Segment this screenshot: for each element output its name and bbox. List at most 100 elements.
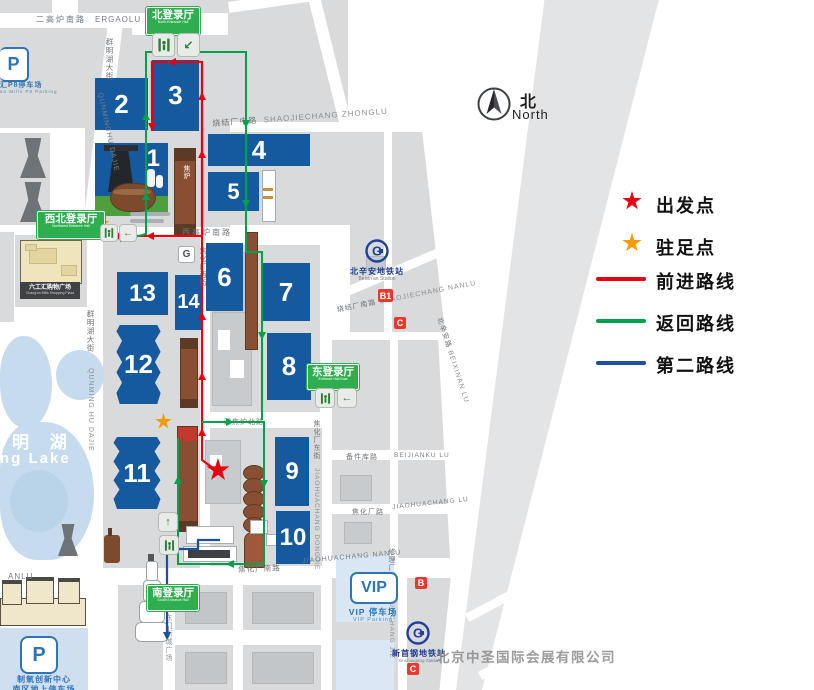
diagonal-avenue [456, 0, 659, 690]
road-vert-e2 [390, 340, 398, 558]
legend-forward-label: 前进路线 [656, 272, 736, 292]
legend-return-line [596, 319, 646, 323]
xinshougang-station-zh: 新首钢地铁站 [392, 649, 446, 658]
zh: 烧结厂中路 [212, 115, 258, 128]
blast-furnace-drum [110, 183, 156, 212]
road-vert-e1 [384, 132, 392, 332]
gas-tank [147, 169, 155, 187]
road-label-jiaohuachang-lu-zh: 焦化厂路 [352, 509, 384, 516]
hall-3-number: 3 [168, 80, 183, 110]
security-gate-icon [159, 535, 179, 555]
legend-second-line [596, 361, 646, 365]
hall-9: 9 [275, 437, 309, 506]
building [205, 440, 241, 504]
hall-13-number: 13 [129, 279, 156, 307]
hall-11: 11 [113, 437, 161, 509]
hall-14-number: 14 [177, 291, 200, 313]
road-label-jiaohuachang-xijie: 焦化厂西街 [199, 247, 206, 287]
legend-second-label: 第二路线 [656, 356, 736, 376]
hall-12: 12 [116, 325, 161, 404]
hall-9-number: 9 [285, 457, 299, 485]
cream-building [58, 578, 80, 604]
east-entrance-zh: 东登录厅 [312, 366, 354, 378]
security-gate-icon [152, 33, 175, 57]
industrial-building [186, 526, 234, 544]
hall-7: 7 [262, 263, 310, 321]
vip-parking-en: VIP Parking [353, 617, 393, 623]
shopping-plaza-sign: 六工汇购物广场 Chang'an Mills Shopping Plaza [20, 282, 80, 299]
legend-stop-star [622, 233, 642, 252]
gate-person-glyph [157, 38, 170, 52]
chimney-ring [146, 561, 158, 581]
shopping-plaza-en: Chang'an Mills Shopping Plaza [25, 290, 75, 295]
vip-parking-icon: VIP [350, 572, 398, 604]
south-parking-line1: 制氧创新中心 [17, 675, 71, 684]
g-marker: G [178, 246, 195, 263]
lake-label-zh: 明 湖 [12, 433, 75, 452]
compass-en: North [512, 107, 549, 122]
hall-6-number: 6 [217, 261, 232, 292]
p8-parking-icon: P [0, 47, 29, 82]
road-label-xiulichang-en: XIULICHANG JIE [388, 594, 395, 659]
building-notch [230, 360, 244, 378]
compass-zh: 北 [520, 94, 537, 111]
escalator-down-icon: ↙ [177, 33, 200, 57]
building-notch [218, 330, 230, 350]
beijing-subway-glyph: G [365, 239, 389, 263]
road-label-beijianku-zh: 备件库路 [346, 454, 378, 461]
cream-building [2, 580, 22, 605]
entry-up-arrow-icon: ↑ [158, 512, 178, 532]
tower-cap [181, 339, 197, 349]
hall-8-number: 8 [281, 351, 297, 381]
hall-10: 10 [276, 511, 310, 564]
en: BEIXINAN LU [446, 349, 470, 404]
industrial-building [250, 520, 268, 534]
lake-shape [0, 336, 52, 428]
exit-badge-b: B [415, 577, 427, 589]
gate-person-glyph [164, 539, 174, 551]
road-label-anlu-partial: ANLU [8, 572, 34, 581]
small-label-illegible [130, 219, 164, 223]
road-label-jiaohuachang-dongjie-zh: 焦化厂东街 [313, 420, 320, 460]
city-block [0, 0, 52, 13]
road-label-beijianku-en: BEIJIANKU LU [394, 452, 450, 459]
road-label-dongmen: 东门新城广场 [165, 614, 172, 662]
svg-text:G: G [413, 626, 423, 641]
legend-stop-label: 驻足点 [656, 238, 716, 258]
road-label-ergaolu-en: ERGAOLU NANLU [95, 15, 177, 24]
road-label-sijiaolu-beilu: 四焦炉北路 [224, 419, 264, 426]
hall-2-number: 2 [114, 88, 129, 119]
road-jiaohuachanglu [332, 504, 450, 514]
hall-6: 6 [206, 243, 243, 311]
hall-4-number: 4 [251, 134, 267, 165]
hall-13: 13 [117, 272, 168, 315]
exit-arrow-icon: ← [119, 224, 137, 242]
road-label-jiaohuachang-dongjie-en: JIAOHUACHANG DONGJIE [313, 468, 320, 571]
gate-person-glyph [104, 228, 114, 238]
p8-parking-en: an Mills P8 Parking [0, 89, 58, 94]
north-entrance-en: North Entrance Hall [157, 20, 189, 25]
road-label-xigaolu-nanlu: 西高炉南路 [182, 228, 232, 237]
tower-stripe [263, 196, 273, 199]
road-label-qunminghu-top-zh: 群明湖大街 [105, 38, 114, 81]
company-watermark: 北京中圣国际会展有限公司 [436, 650, 616, 665]
vip-area2 [336, 640, 394, 690]
compass-icon [477, 87, 511, 121]
shopping-plaza-zh: 六工汇购物广场 [28, 285, 71, 292]
building [185, 652, 227, 684]
legend-return-label: 返回路线 [656, 314, 736, 334]
road-beijianku [332, 450, 450, 460]
city-block [0, 232, 14, 322]
security-gate-icon [100, 224, 118, 242]
south-entrance-en: South Entrance Hall [157, 598, 189, 603]
exit-badge-c2: C [407, 663, 419, 675]
road-label-qunminghu-west-en: QUNMING HU DAJIE [87, 368, 94, 452]
hall-14: 14 [175, 275, 202, 330]
jiaolu-tower: 焦炉 [174, 148, 196, 235]
compass [474, 84, 514, 124]
north-entrance-sign: 北登录厅 North Entrance Hall [146, 7, 200, 35]
lake-shape [56, 350, 104, 400]
legend-forward-line [596, 277, 646, 281]
beixinan-station-en: Beixin'an Station [358, 276, 396, 282]
